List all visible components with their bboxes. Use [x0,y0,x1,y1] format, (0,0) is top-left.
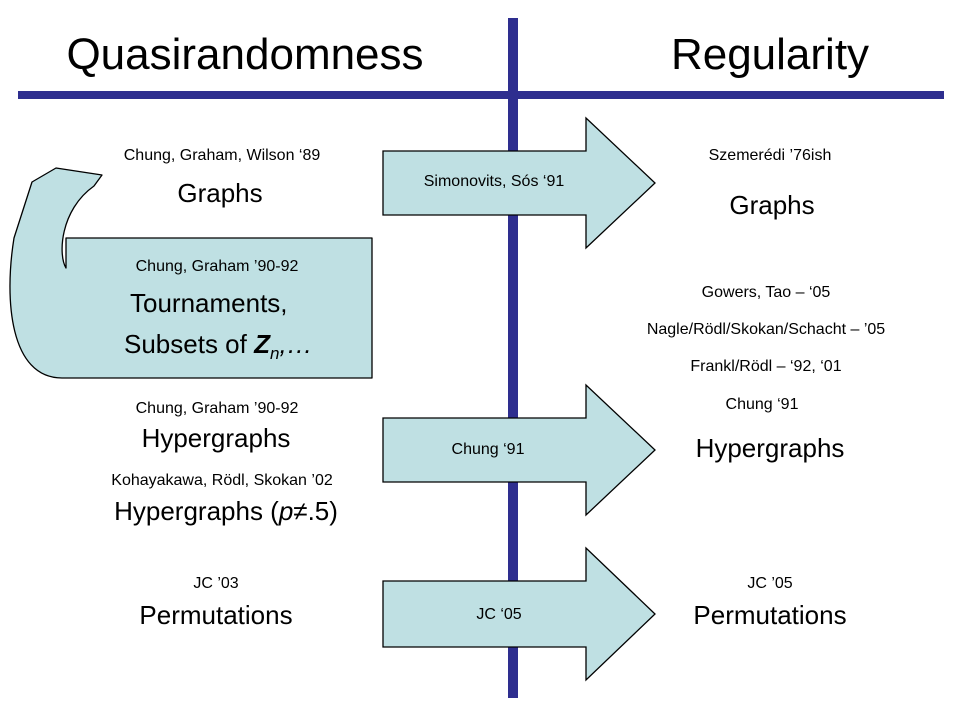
left-hyper-citation: Chung, Graham ’90-92 [135,400,299,417]
block-arrow-top [382,116,656,250]
right-hyper-citation-1: Gowers, Tao – ‘05 [701,284,831,301]
right-perm-title: Permutations [693,600,847,630]
vertical-divider [508,18,518,698]
arrow-top-label: Simonovits, Sós ‘91 [423,173,565,190]
left-graphs-title: Graphs [177,178,263,208]
subsets-suffix: ,… [279,329,313,359]
arrow-middle-label: Chung ‘91 [451,441,525,458]
right-graphs-title: Graphs [729,190,815,220]
right-graphs-citation: Szemerédi ’76ish [708,147,832,164]
right-hyper-citation-3: Frankl/Rödl – ‘92, ‘01 [690,358,842,375]
hyper-p-prefix: Hypergraphs ( [114,496,279,526]
hyper-p-variable: p≠ [278,496,308,526]
block-arrow-middle [382,383,656,517]
subsets-prefix: Subsets of [124,329,255,359]
left-perm-citation: JC ’03 [193,575,239,592]
left-hyper-p-title: Hypergraphs (p≠.5) [114,496,338,527]
subsets-subscript: n [269,344,280,364]
subsets-title: Subsets of Zn,… [124,329,313,364]
right-hyper-citation-4: Chung ‘91 [725,396,799,413]
right-perm-citation: JC ’05 [747,575,793,592]
right-hyper-title: Hypergraphs [695,433,845,463]
block-arrow-bottom [382,546,656,682]
left-hyper-p-citation: Kohayakawa, Rödl, Skokan ’02 [111,472,333,489]
tournaments-title: Tournaments, [130,288,288,318]
arrow-bottom-label: JC ‘05 [476,606,522,623]
header-regularity: Regularity [670,30,870,79]
left-graphs-citation: Chung, Graham, Wilson ‘89 [123,147,321,164]
header-quasirandomness: Quasirandomness [66,30,424,79]
left-hyper-title: Hypergraphs [141,423,291,453]
tournaments-citation: Chung, Graham ’90-92 [135,258,299,275]
horizontal-divider [18,91,944,99]
left-perm-title: Permutations [139,600,293,630]
subsets-variable: Z [254,329,270,359]
curved-arrow-box [9,167,373,379]
hyper-p-suffix: .5) [307,496,338,526]
right-hyper-citation-2: Nagle/Rödl/Skokan/Schacht – ’05 [646,321,886,338]
